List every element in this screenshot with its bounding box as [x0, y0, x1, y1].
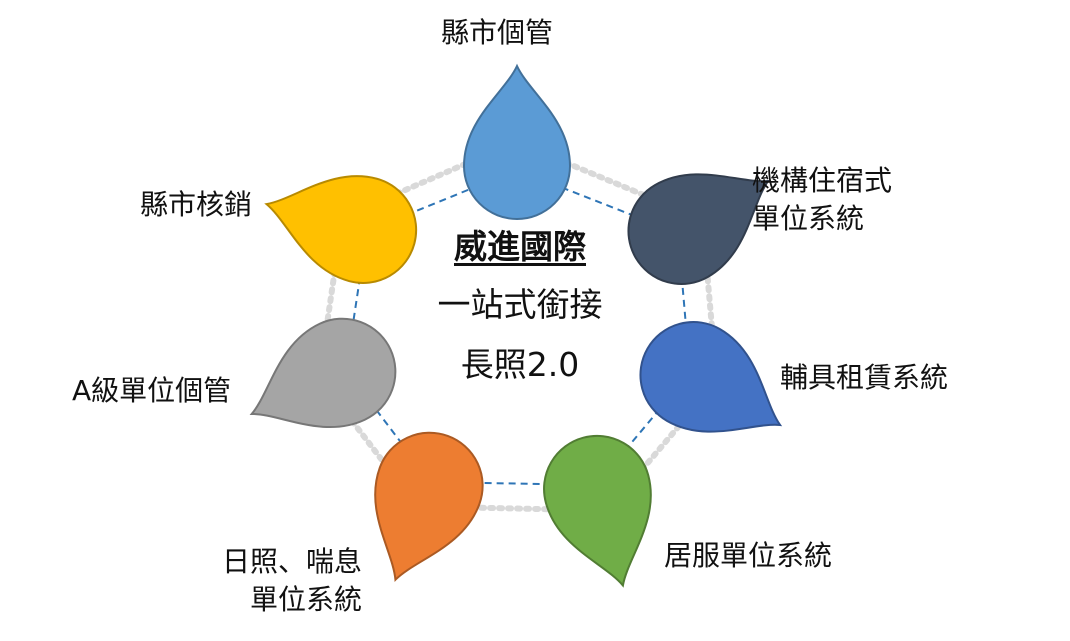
node-label-county-case-manager: 縣市個管	[441, 16, 554, 49]
center-version: 長照2.0	[460, 345, 580, 384]
drop-residential-institution	[627, 173, 771, 285]
node-label-day-care-respite: 日照、喘息 單位系統	[222, 545, 363, 616]
node-label-residential-institution: 機構住宿式 單位系統	[752, 164, 893, 235]
drop-county-reimbursement	[264, 175, 418, 284]
drop-county-case-manager	[462, 63, 572, 220]
center-subtitle: 一站式銜接	[437, 285, 603, 324]
node-label-a-level-unit: A級單位個管	[72, 374, 232, 407]
node-label-assistive-device-rental: 輔具租賃系統	[780, 361, 949, 394]
drop-home-service	[543, 434, 652, 588]
drop-a-level-unit	[249, 317, 397, 429]
drop-day-care-respite	[374, 431, 484, 582]
drop-assistive-device-rental	[639, 321, 783, 433]
node-label-home-service: 居服單位系統	[664, 539, 833, 572]
node-label-county-reimbursement: 縣市核銷	[140, 188, 253, 221]
center-title: 威進國際	[454, 227, 586, 266]
